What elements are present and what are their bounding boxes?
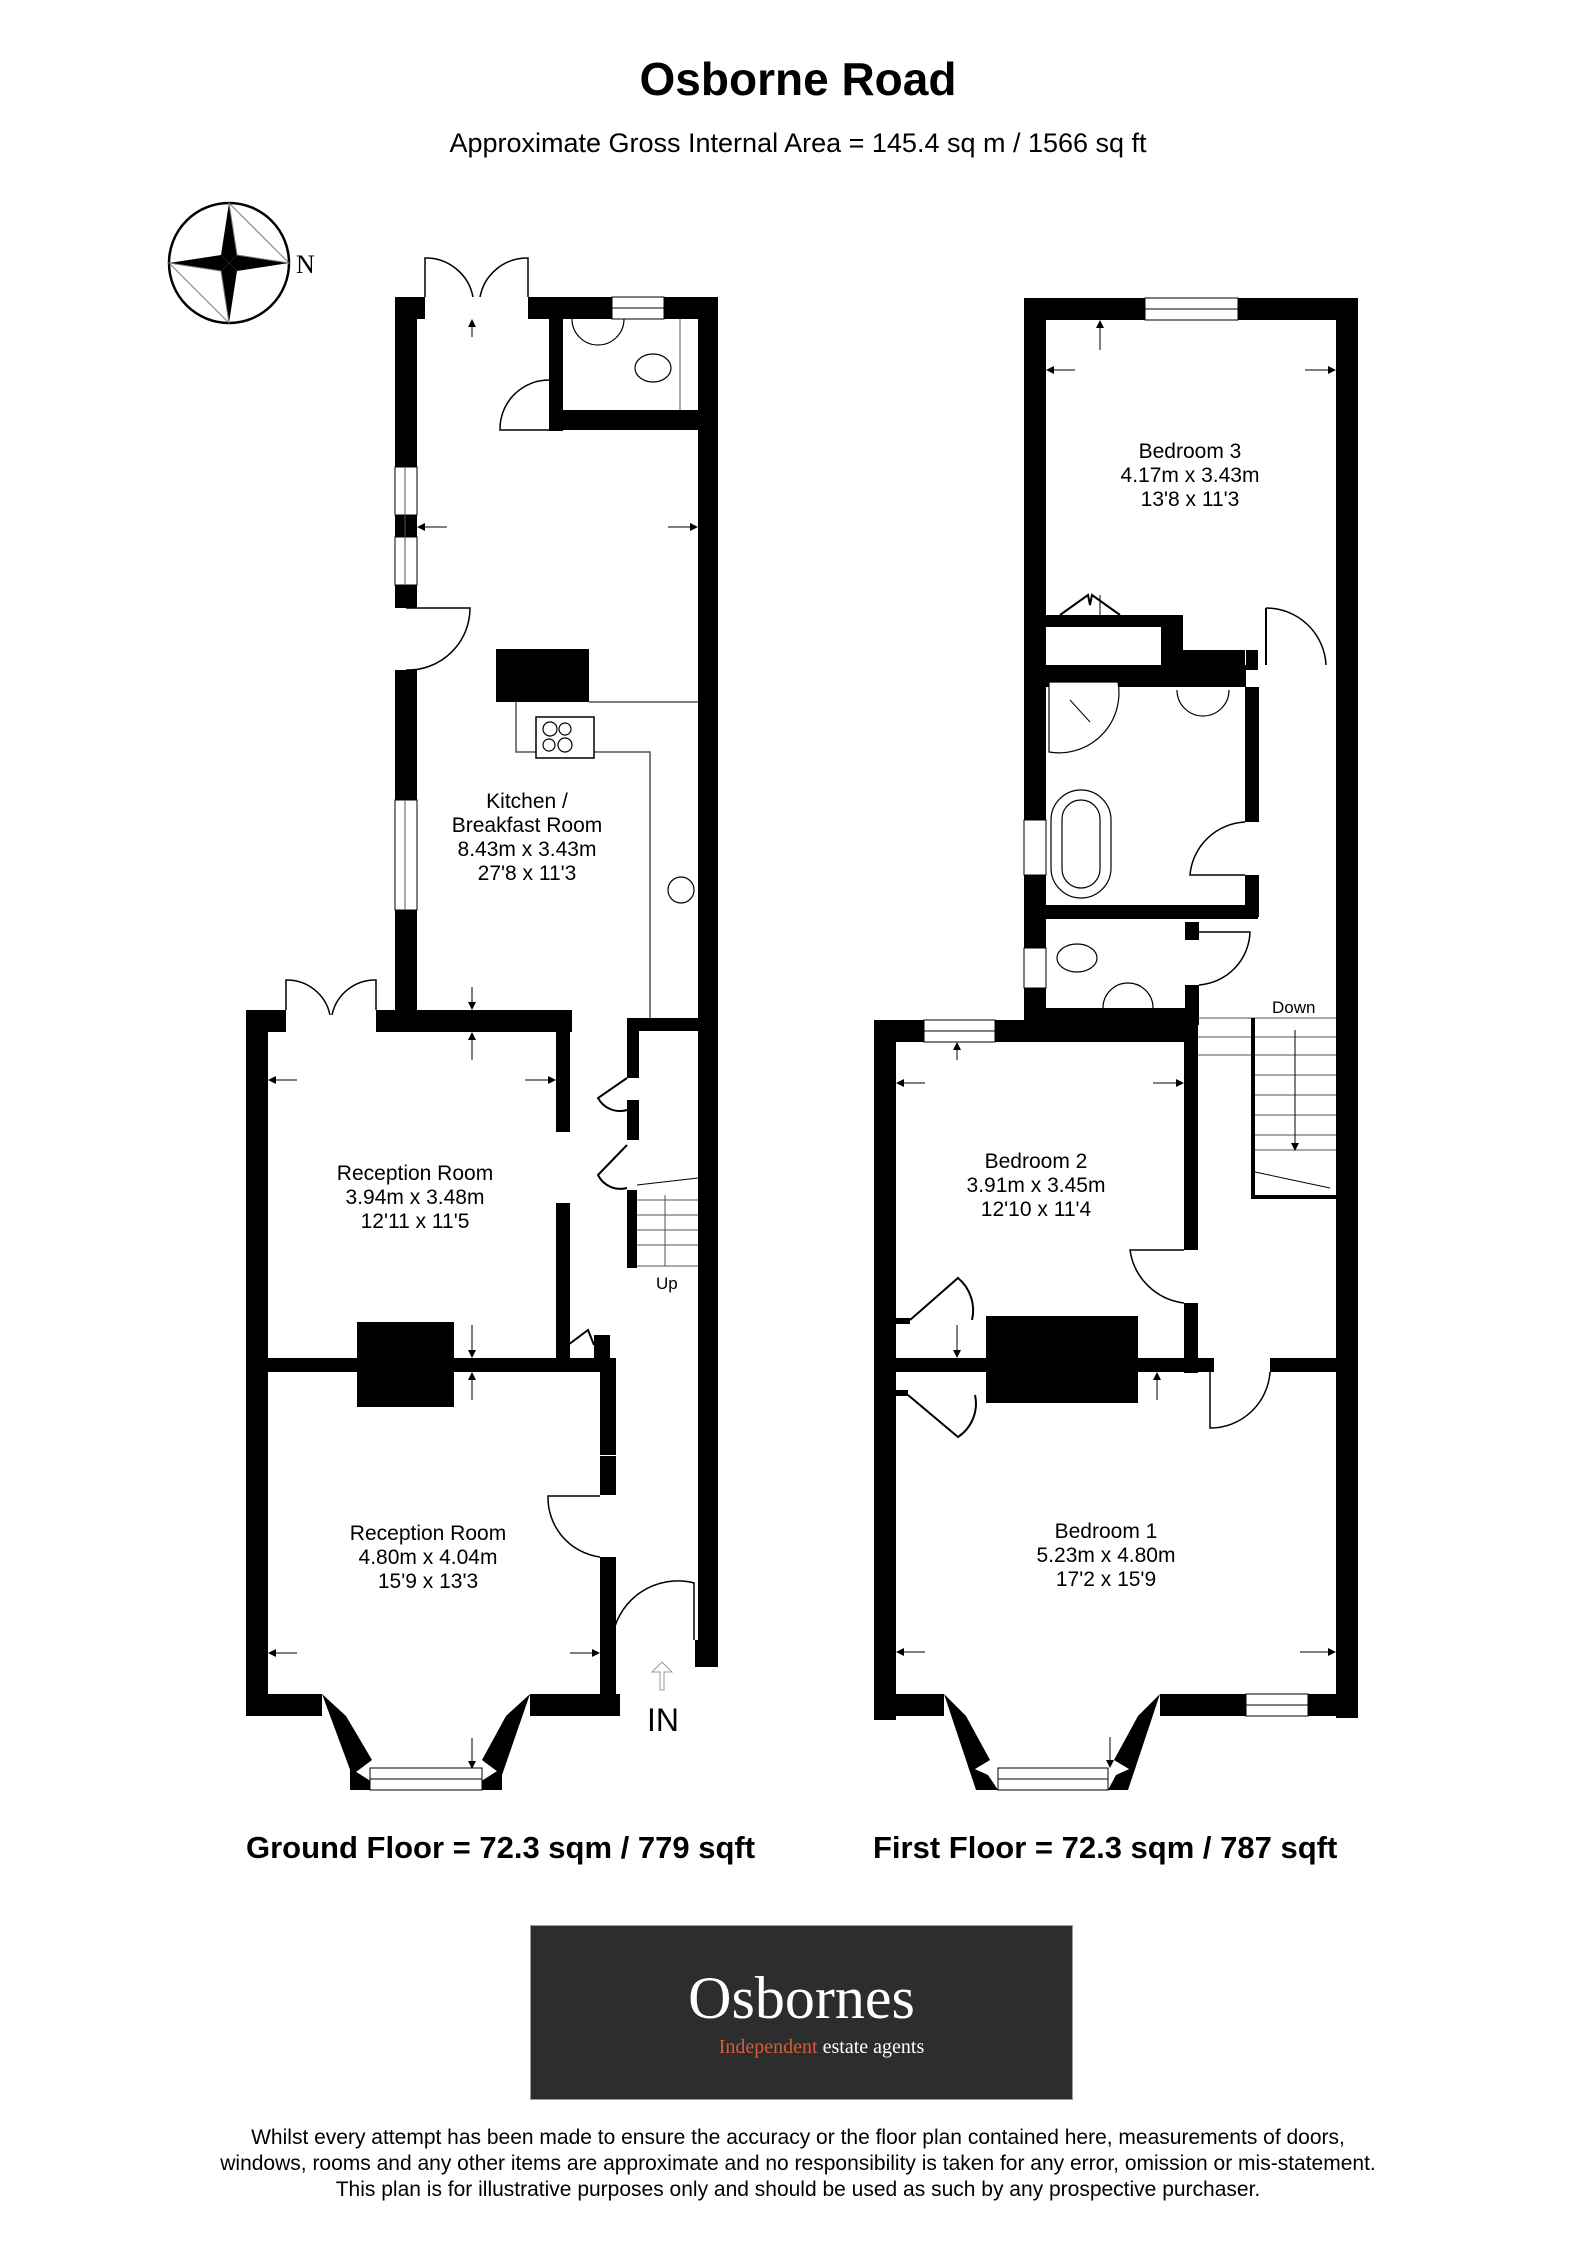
room-dimensions-imperial: 15'9 x 13'3: [377, 1570, 479, 1593]
room-dimensions-imperial: 13'8 x 11'3: [1140, 488, 1240, 511]
room-dimensions-metric: 3.94m x 3.48m: [345, 1186, 485, 1209]
room-label-bedroom-1: Bedroom 1 5.23m x 4.80m 17'2 x 15'9: [1037, 1520, 1176, 1592]
disclaimer: Whilst every attempt has been made to en…: [0, 2125, 1596, 2203]
room-name-line2: Breakfast Room: [451, 814, 603, 837]
ground-floor-total: Ground Floor = 72.3 sqm / 779 sqft: [246, 1830, 756, 1865]
room-dimensions-metric: 3.91m x 3.45m: [966, 1174, 1106, 1197]
room-dimensions-metric: 4.80m x 4.04m: [358, 1546, 498, 1569]
room-dimensions-metric: 4.17m x 3.43m: [1120, 464, 1260, 487]
agent-logo: Osbornes Independent estate agents: [530, 1925, 1073, 2100]
north-label: N: [296, 250, 315, 279]
first-floor-total: First Floor = 72.3 sqm / 787 sqft: [873, 1830, 1338, 1865]
dimension-arrows: [268, 319, 698, 1769]
room-name: Kitchen /: [486, 790, 568, 813]
logo-tagline-accent: Independent: [718, 2036, 818, 2058]
ground-floor-plan: [246, 257, 718, 1791]
room-label-kitchen: Kitchen / Breakfast Room 8.43m x 3.43m 2…: [452, 790, 603, 886]
room-name: Bedroom 2: [984, 1150, 1088, 1173]
room-label-rear-reception: Reception Room 3.94m x 3.48m 12'11 x 11'…: [337, 1162, 493, 1234]
first-floor-plan: [874, 297, 1358, 1791]
room-label-bedroom-3: Bedroom 3 4.17m x 3.43m 13'8 x 11'3: [1121, 440, 1260, 512]
room-dimensions-imperial: 27'8 x 11'3: [477, 862, 577, 885]
room-dimensions-imperial: 17'2 x 15'9: [1055, 1568, 1157, 1591]
logo-tagline-rest: estate agents: [817, 2036, 925, 2058]
logo-tagline: Independent estate agents: [531, 2036, 1072, 2059]
logo-name: Osbornes: [688, 1965, 915, 2031]
page-title: Osborne Road: [639, 53, 957, 105]
room-name: Bedroom 1: [1054, 1520, 1158, 1543]
gross-area-subtitle: Approximate Gross Internal Area = 145.4 …: [449, 128, 1147, 158]
room-name: Reception Room: [349, 1522, 507, 1545]
disclaimer-line: Whilst every attempt has been made to en…: [251, 2126, 1345, 2149]
room-dimensions-imperial: 12'10 x 11'4: [980, 1198, 1092, 1221]
room-dimensions-imperial: 12'11 x 11'5: [360, 1210, 470, 1233]
room-label-bedroom-2: Bedroom 2 3.91m x 3.45m 12'10 x 11'4: [967, 1150, 1106, 1222]
stairs-down-label: Down: [1272, 998, 1316, 1017]
room-label-front-reception: Reception Room 4.80m x 4.04m 15'9 x 13'3: [350, 1522, 506, 1594]
room-dimensions-metric: 5.23m x 4.80m: [1036, 1544, 1176, 1567]
disclaimer-line: windows, rooms and any other items are a…: [220, 2152, 1376, 2175]
room-name: Bedroom 3: [1138, 440, 1242, 463]
dimension-arrows-first: [896, 320, 1336, 1768]
disclaimer-line: This plan is for illustrative purposes o…: [335, 2178, 1261, 2201]
room-dimensions-metric: 8.43m x 3.43m: [457, 838, 597, 861]
entrance-label: IN: [647, 1702, 679, 1738]
compass-rose-icon: [167, 201, 291, 325]
room-name: Reception Room: [336, 1162, 494, 1185]
stairs-up-label: Up: [656, 1274, 678, 1293]
